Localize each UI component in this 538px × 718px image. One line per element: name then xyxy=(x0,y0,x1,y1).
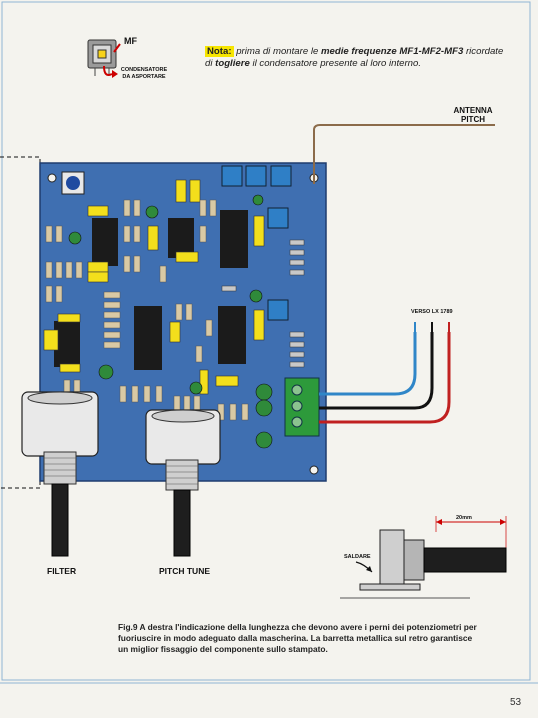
antenna-wire xyxy=(313,124,495,184)
verso-label: VERSO LX 1789 xyxy=(411,309,453,315)
figure-caption: Fig.9 A destra l'indicazione della lungh… xyxy=(118,622,477,655)
output-wires xyxy=(319,332,451,424)
filter-potentiometer xyxy=(21,391,99,557)
capacitor-to-remove-label: CONDENSATORE DA ASPORTARE xyxy=(120,67,168,80)
ic2-chip xyxy=(218,306,246,364)
dimension-label: 20mm xyxy=(456,515,472,521)
ic9-chip xyxy=(54,321,80,367)
filter-label: FILTER xyxy=(47,566,77,576)
note-label: Nota: xyxy=(205,46,234,57)
pitch-tune-potentiometer xyxy=(145,409,221,557)
mf-label: MF xyxy=(124,36,137,46)
pot-side-view xyxy=(340,516,507,599)
saldare-label: SALDARE xyxy=(344,554,371,560)
antenna-pitch-label: ANTENNA PITCH xyxy=(453,106,493,124)
mf-transformer-icon xyxy=(87,39,121,78)
ic1-chip xyxy=(220,210,248,268)
ic5-chip xyxy=(92,218,118,266)
connector-pins xyxy=(414,322,450,332)
page-number: 53 xyxy=(510,697,522,708)
page-frame xyxy=(1,1,531,681)
assembly-note: Nota: prima di montare le medie frequenz… xyxy=(205,46,504,69)
ic4-chip xyxy=(134,306,162,370)
ic3-chip xyxy=(168,218,194,258)
pitch-tune-label: PITCH TUNE xyxy=(159,566,210,576)
